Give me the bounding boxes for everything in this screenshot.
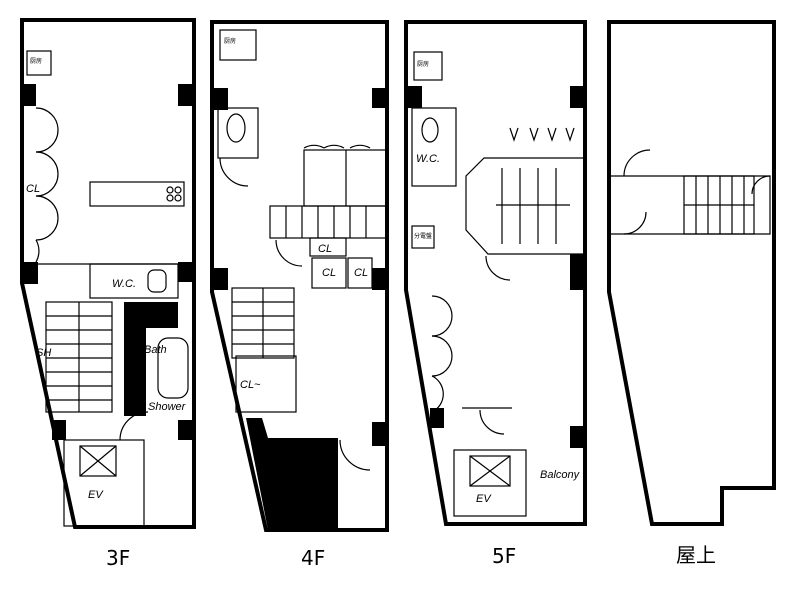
stairs-lower-4f <box>231 287 295 359</box>
floor-plan-roof: 屋上 <box>607 20 776 567</box>
closet-label-4-4f: CL~ <box>240 379 261 391</box>
range-tag-3f: 厨房 <box>30 57 42 65</box>
bath-label-3f: Bath <box>144 344 167 356</box>
elevator-label-3f: EV <box>88 489 104 501</box>
closet-label-3-4f: CL <box>354 267 368 279</box>
floor-label-3f: 3F <box>106 546 130 570</box>
wc-label-3f: W.C. <box>112 278 136 290</box>
elevator-5f <box>453 449 527 517</box>
stairs-label-3f: SH <box>36 347 51 359</box>
elevator-label-5f: EV <box>476 493 492 505</box>
stairs-5f <box>465 157 586 255</box>
floor-label-5f: 5F <box>492 544 516 568</box>
shower-label-3f: Shower <box>148 401 187 413</box>
floor-plan-5f: 厨房 分電盤 W.C. EV Balcony 5F <box>404 20 587 568</box>
balcony-label-5f: Balcony <box>540 469 581 481</box>
wc-label-5f: W.C. <box>416 153 440 165</box>
panel-tag-5f: 分電盤 <box>414 232 432 240</box>
stairs-3f <box>45 301 113 413</box>
closet-label-2-4f: CL <box>322 267 336 279</box>
floor-plan-3f: 厨房 CL W.C. SH Bath <box>20 18 196 570</box>
floor-label-roof: 屋上 <box>676 543 716 567</box>
floor-label-4f: 4F <box>301 546 325 570</box>
floor-plan-4f: 厨房 CL CL CL CL~ 4F <box>210 20 389 570</box>
range-tag-4f: 厨房 <box>224 37 236 45</box>
elevator-3f <box>63 439 145 527</box>
stairs-upper-4f <box>269 205 389 239</box>
closet-label-3f: CL <box>26 183 40 195</box>
closet-label-1-4f: CL <box>318 243 332 255</box>
range-tag-5f: 厨房 <box>417 60 429 68</box>
